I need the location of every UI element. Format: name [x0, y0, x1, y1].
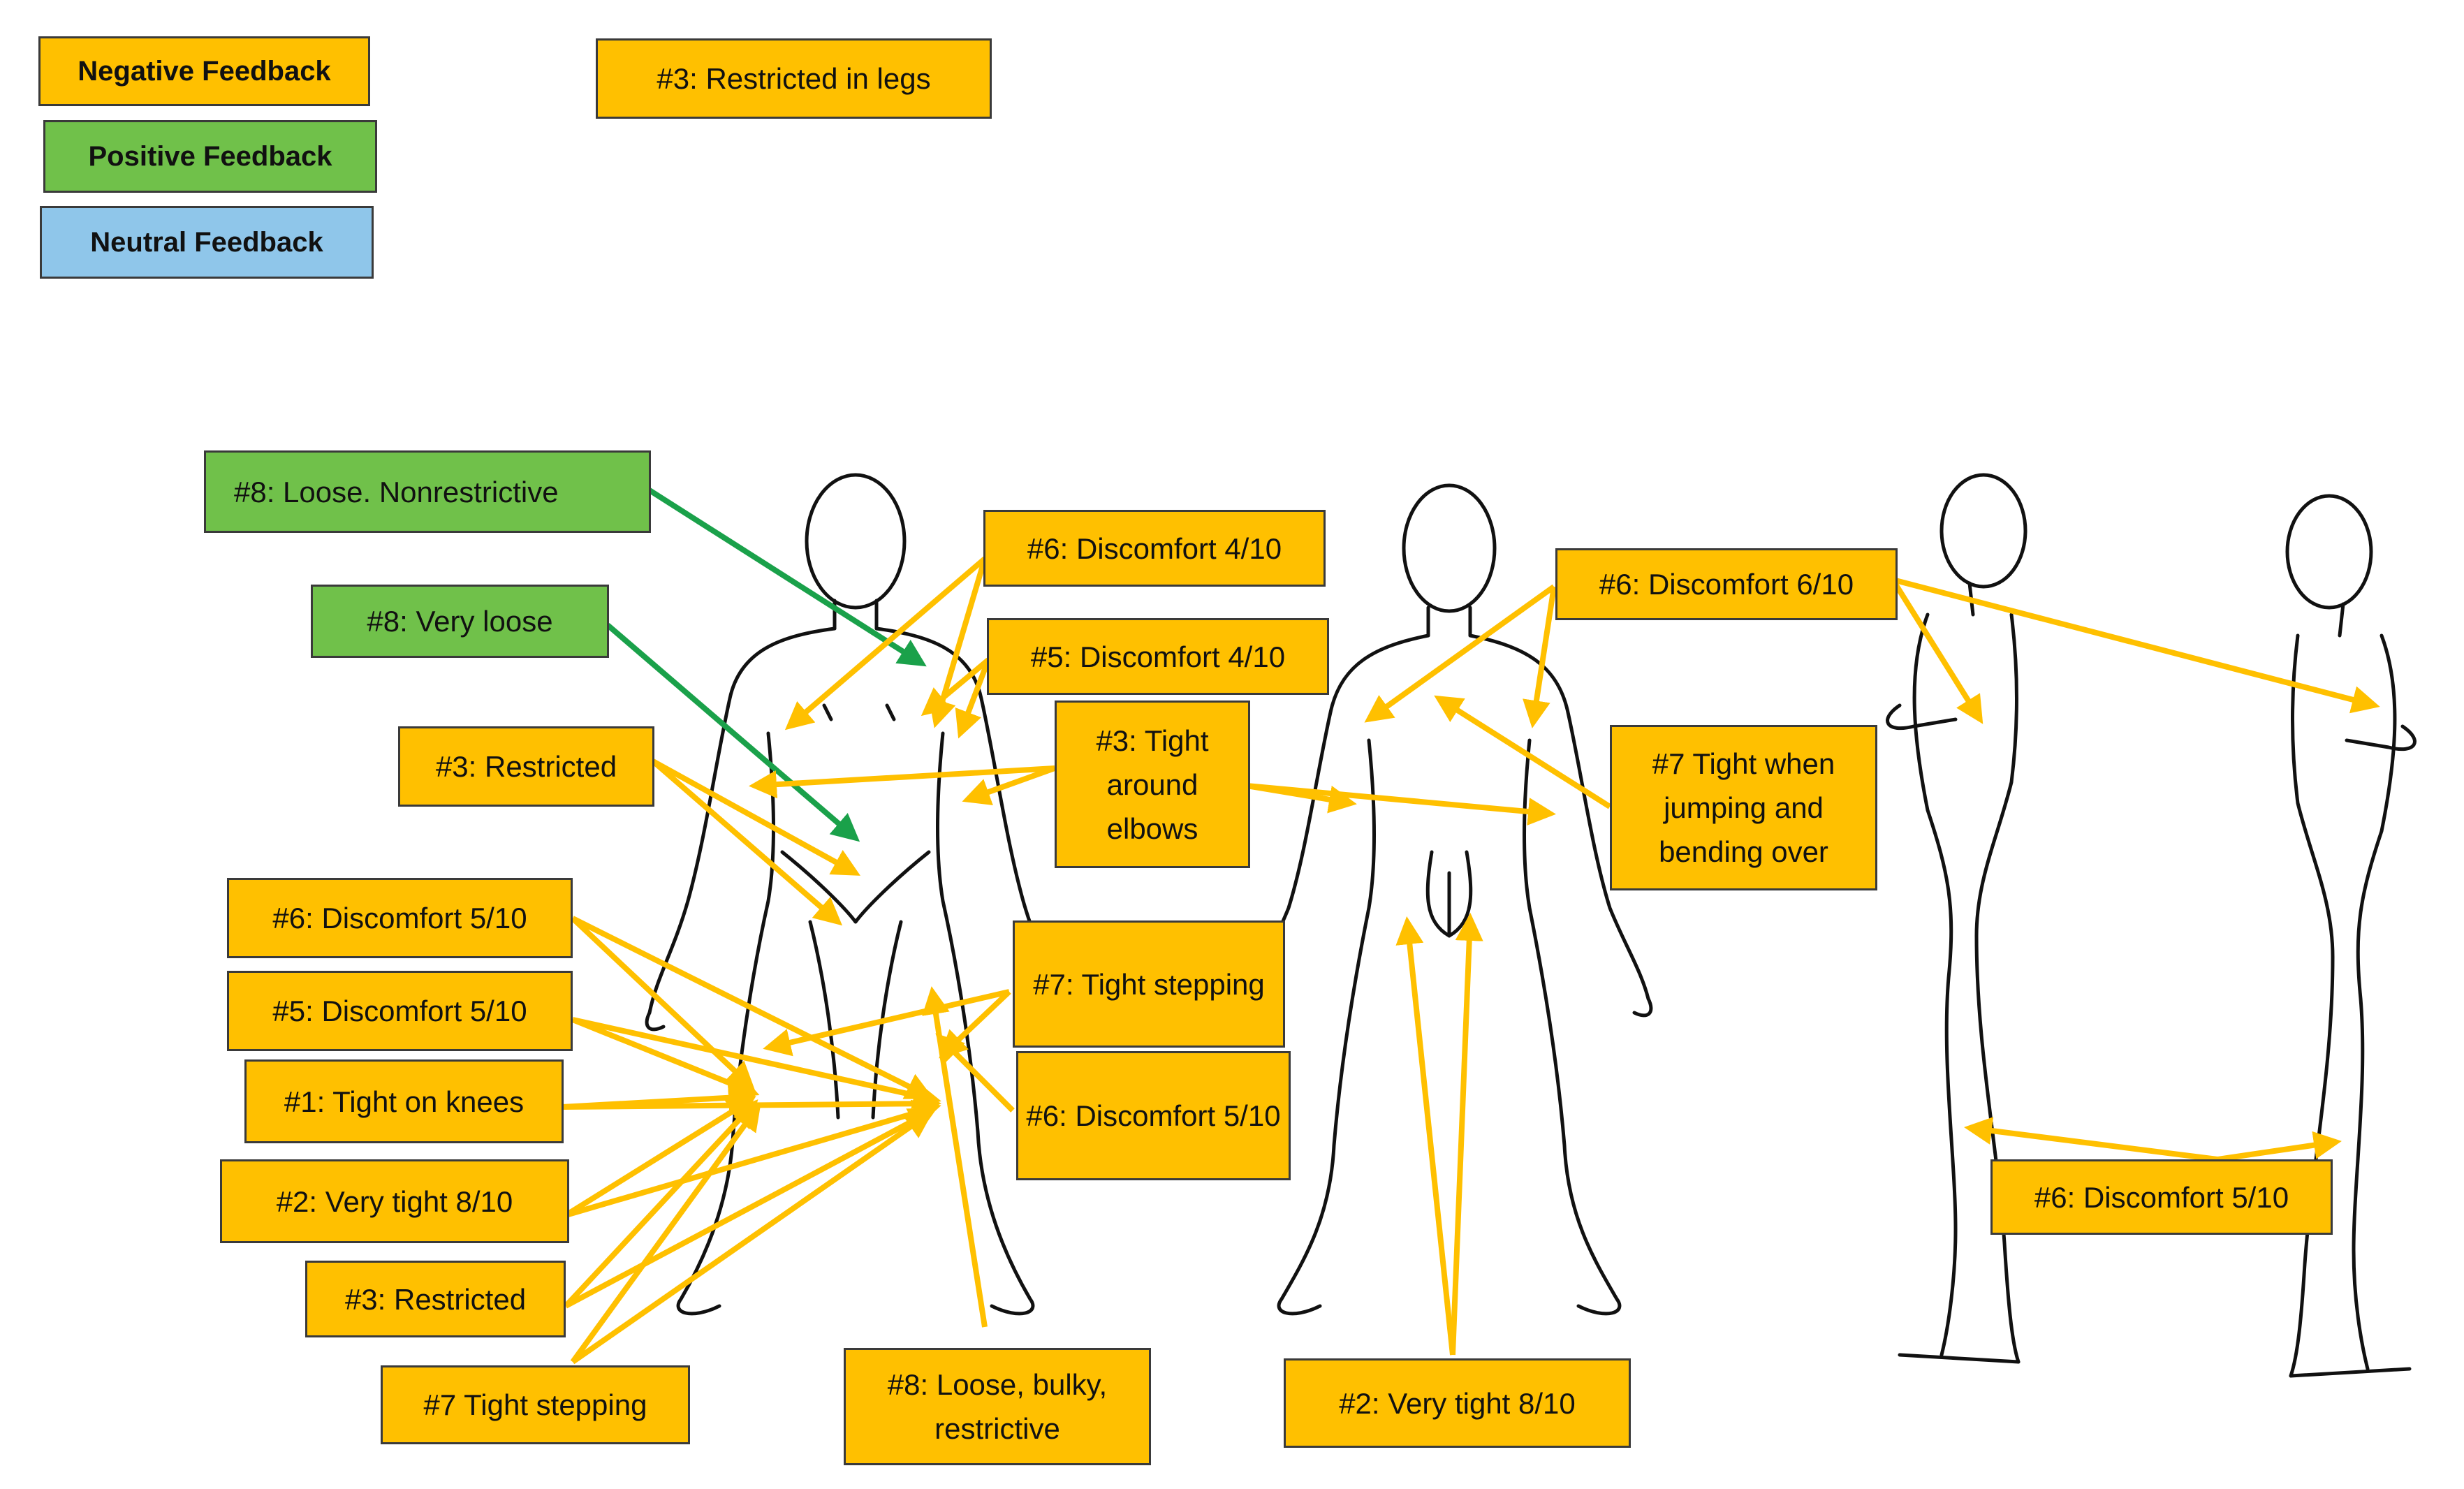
callout-discomfort-6-10: #6: Discomfort 6/10 [1555, 548, 1898, 620]
callout-text: #3: Restricted in legs [657, 62, 931, 95]
callout-restricted-in-legs: #3: Restricted in legs [596, 38, 992, 119]
callout-tight-on-knees: #1: Tight on knees [244, 1059, 564, 1143]
legend-negative-label: Negative Feedback [78, 55, 331, 87]
callout-discomfort-4-10-a: #6: Discomfort 4/10 [983, 510, 1326, 587]
callout-text: #6: Discomfort 5/10 [272, 902, 527, 934]
callout-tight-jumping: #7 Tight when jumping and bending over [1610, 725, 1877, 890]
legend-negative: Negative Feedback [38, 36, 370, 106]
callout-discomfort-5-10-b: #5: Discomfort 5/10 [227, 971, 573, 1051]
callout-text: #6: Discomfort 6/10 [1599, 568, 1854, 601]
callout-text: #1: Tight on knees [284, 1085, 525, 1118]
callout-discomfort-5-10-a: #6: Discomfort 5/10 [227, 878, 573, 958]
callout-very-tight-a: #2: Very tight 8/10 [220, 1159, 569, 1243]
callout-restricted-a: #3: Restricted [398, 726, 654, 807]
legend-neutral: Neutral Feedback [40, 206, 374, 279]
callout-text: #7: Tight stepping [1033, 967, 1265, 1001]
legend-positive-label: Positive Feedback [88, 140, 332, 172]
callout-discomfort-5-10-c: #6: Discomfort 5/10 [1016, 1051, 1291, 1180]
callout-text: #6: Discomfort 4/10 [1027, 531, 1282, 565]
side-figure-left [2285, 494, 2417, 1378]
callout-text: #3: Restricted [344, 1282, 527, 1316]
callout-text: #8: Very loose [367, 605, 553, 638]
callout-text: #5: Discomfort 5/10 [272, 995, 527, 1027]
callout-tight-around-elbows: #3: Tight around elbows [1055, 701, 1250, 868]
callout-text: #6: Discomfort 5/10 [2034, 1180, 2289, 1214]
callout-text: #7 Tight when jumping and bending over [1652, 747, 1835, 868]
callout-very-tight-b: #2: Very tight 8/10 [1284, 1358, 1631, 1448]
callout-text: #7 Tight stepping [423, 1388, 647, 1421]
callout-text: #8: Loose. Nonrestrictive [234, 475, 559, 508]
callout-loose-nonrestrictive: #8: Loose. Nonrestrictive [204, 450, 651, 533]
callout-tight-stepping-a: #7 Tight stepping [381, 1365, 690, 1444]
legend-neutral-label: Neutral Feedback [90, 226, 323, 258]
callout-text: #6: Discomfort 5/10 [1026, 1099, 1281, 1132]
callout-text: #3: Restricted [435, 750, 617, 783]
callout-loose-bulky: #8: Loose, bulky, restrictive [844, 1348, 1151, 1465]
legend-positive: Positive Feedback [43, 120, 377, 193]
callout-very-loose: #8: Very loose [311, 585, 609, 658]
callout-tight-stepping-b: #7: Tight stepping [1013, 920, 1285, 1048]
callout-discomfort-4-10-b: #5: Discomfort 4/10 [987, 618, 1329, 695]
callout-text: #8: Loose, bulky, restrictive [887, 1368, 1108, 1445]
callout-text: #3: Tight around elbows [1096, 724, 1209, 845]
callout-text: #5: Discomfort 4/10 [1030, 640, 1286, 673]
callout-text: #2: Very tight 8/10 [1339, 1386, 1576, 1420]
callout-restricted-b: #3: Restricted [305, 1261, 566, 1337]
callout-discomfort-5-10-d: #6: Discomfort 5/10 [1990, 1159, 2333, 1235]
callout-text: #2: Very tight 8/10 [276, 1184, 513, 1218]
front-figure [645, 473, 1066, 1316]
